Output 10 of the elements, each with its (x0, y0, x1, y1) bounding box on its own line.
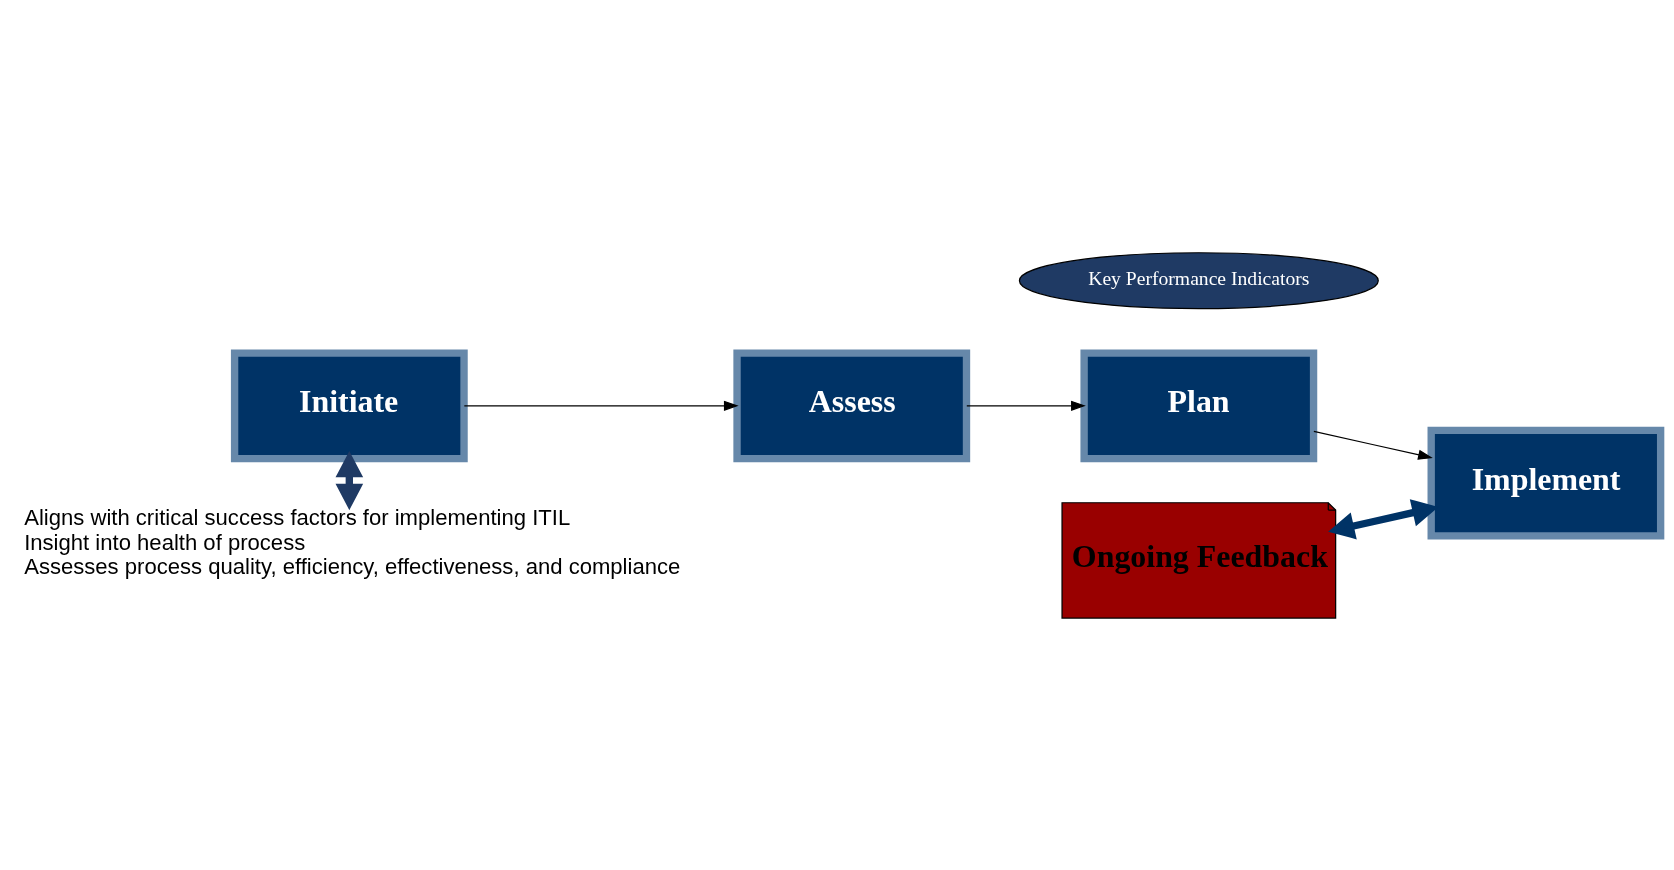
arrow (1312, 430, 1433, 460)
node-box: Implement (1427, 426, 1664, 540)
node-ellipse: Key Performance Indicators (1018, 251, 1379, 309)
node-box: Assess (732, 348, 970, 462)
arrow (965, 400, 1086, 411)
arrow (335, 450, 363, 510)
node-box: Plan (1079, 348, 1317, 462)
node-text: Aligns with critical success factors for implementing ITIL Insight into health of process Assesses process quality, efficiency, effectiveness, and compliance (23, 504, 680, 579)
arrow (463, 400, 739, 411)
node-box: Initiate (230, 348, 468, 462)
